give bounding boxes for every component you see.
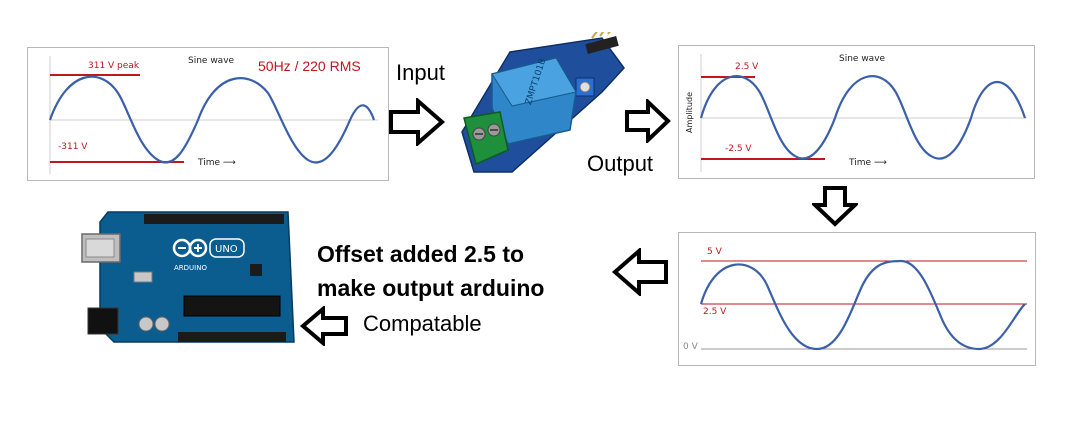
arduino-logo-icon: [172, 238, 208, 258]
right-arrow-icon: [389, 98, 446, 146]
mid-voltage-label: 2.5 V: [703, 307, 727, 317]
input-sine-wave: [48, 75, 376, 164]
time-axis-label: Time ⟶: [849, 158, 887, 168]
y-axis-label: Amplitude: [685, 92, 694, 133]
input-label: Input: [396, 60, 445, 85]
transformer-top: [491, 57, 577, 107]
chart-title: Sine wave: [839, 54, 886, 64]
voltage-sensor-module: ZMPT101B: [461, 32, 625, 173]
peak-label: 2.5 V: [735, 62, 759, 72]
uno-badge: [209, 238, 245, 258]
offset-waveform-panel: 5 V 2.5 V 0 V: [678, 232, 1036, 366]
output-waveform-plot: [699, 54, 1027, 172]
left-arrow-icon: [299, 306, 348, 346]
atmega-chip: [183, 295, 281, 317]
peak-label: 311 V peak: [88, 61, 140, 71]
input-waveform-plot: [48, 56, 378, 174]
spec-label: 50Hz / 220 RMS: [258, 58, 361, 74]
top-voltage-label: 5 V: [707, 247, 722, 257]
header-block: [585, 36, 619, 54]
output-waveform-panel: 2.5 V Sine wave -2.5 V Amplitude Time ⟶: [678, 45, 1035, 179]
offset-note-line3: Compatable: [363, 311, 482, 336]
offset-note-line2: make output arduino: [317, 275, 545, 301]
icsp-header: [250, 264, 262, 276]
capacitor-2: [154, 316, 170, 332]
chart-title: Sine wave: [188, 56, 235, 66]
time-axis-label: Time ⟶: [198, 158, 236, 168]
offset-sine-wave: [699, 259, 1026, 351]
capacitor-1: [138, 316, 154, 332]
down-arrow-icon: [812, 186, 858, 227]
analog-header: [178, 332, 286, 342]
input-waveform-panel: 311 V peak Sine wave 50Hz / 220 RMS -311…: [27, 47, 389, 181]
right-arrow-icon: [625, 99, 671, 143]
arduino-uno-board: UNO ARDUINO: [81, 211, 295, 343]
pin-header: [591, 32, 611, 39]
left-arrow-icon: [611, 248, 668, 296]
digital-header: [144, 214, 284, 224]
trim-knob: [579, 81, 591, 93]
offset-waveform-plot: [699, 259, 1027, 351]
zero-voltage-label: 0 V: [683, 342, 698, 352]
output-label: Output: [587, 151, 654, 176]
arduino-pcb: [99, 211, 295, 343]
trough-label: -311 V: [58, 142, 88, 152]
crystal: [133, 271, 153, 283]
power-jack: [87, 307, 119, 335]
offset-note-line1: Offset added 2.5 to: [317, 241, 525, 267]
output-sine-wave: [699, 75, 1027, 160]
arduino-text: ARDUINO: [174, 264, 207, 272]
uno-text: UNO: [215, 244, 238, 255]
trough-label: -2.5 V: [725, 144, 752, 154]
